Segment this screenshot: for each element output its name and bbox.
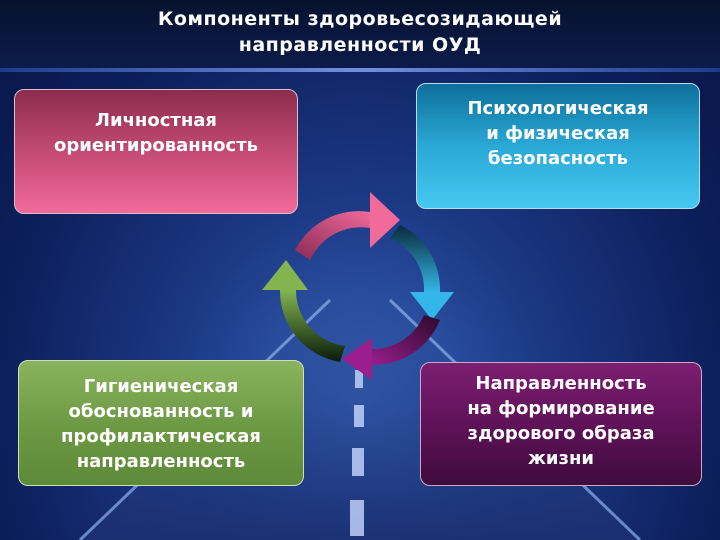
cycle-arrow-green (279, 290, 345, 362)
box-text-line: и физическая (486, 123, 630, 144)
box-text-line: Личностная (95, 110, 217, 131)
cycle-arrow-pink-head (370, 192, 400, 248)
box-text-line: жизни (527, 448, 595, 469)
box-text-line: ориентированность (53, 135, 259, 156)
box-text-line: профилактическая (61, 426, 261, 447)
box-text-line: Психологическая (467, 98, 649, 119)
box-text-line: безопасность (487, 148, 629, 169)
box-text-line: здорового образа (467, 423, 655, 444)
box-text-line: обоснованность и (68, 401, 254, 422)
box-text-line: Гигиеническая (83, 376, 239, 397)
psychological-safety-box: Психологическая и физическая безопасност… (416, 83, 700, 209)
personal-orientation-box: Личностная ориентированность (14, 89, 298, 214)
title-line-2: направленности ОУД (238, 34, 482, 56)
cycle-arrow-blue-head (410, 292, 454, 320)
cycle-arrows-diagram (262, 192, 454, 380)
healthy-lifestyle-box: Направленность на формирование здорового… (420, 362, 702, 486)
hygienic-validity-box: Гигиеническая обоснованность и профилакт… (18, 360, 304, 486)
slide-title: Компоненты здоровьесозидающей направленн… (0, 0, 720, 68)
cycle-arrow-pink (295, 211, 370, 260)
box-text-line: на формирование (467, 398, 655, 419)
box-text-line: направленность (76, 451, 246, 472)
cycle-arrow-purple-head (342, 338, 372, 380)
title-line-1: Компоненты здоровьесозидающей (157, 8, 563, 30)
cycle-arrow-green-head (262, 260, 308, 290)
cycle-arrow-blue (390, 225, 441, 292)
box-text-line: Направленность (475, 373, 647, 394)
title-divider (0, 68, 720, 72)
cycle-arrow-purple (370, 315, 440, 366)
